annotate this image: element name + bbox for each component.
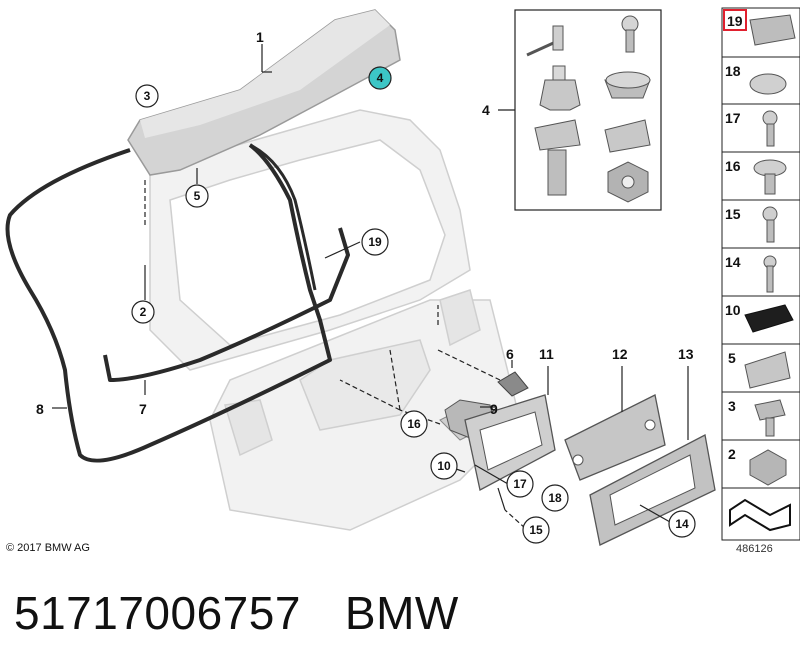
leader-lines	[52, 44, 689, 529]
plate-part-13	[589, 434, 716, 546]
circled-callout-19: 19	[361, 228, 389, 256]
callout-12: 12	[612, 346, 628, 362]
parts-table	[721, 7, 800, 541]
plain-callouts: 1 4 6 7 8 9 11 12 13	[36, 29, 694, 417]
svg-text:5: 5	[194, 189, 201, 203]
circled-callout-3: 3	[135, 84, 159, 108]
brand-name: BMW	[344, 587, 459, 639]
plate-part-12	[564, 394, 666, 481]
svg-text:19: 19	[368, 235, 382, 249]
seal-part-2	[249, 143, 317, 291]
callout-6: 6	[506, 346, 514, 362]
svg-text:2: 2	[140, 305, 147, 319]
table-number-2: 2	[728, 446, 736, 462]
parts-box-4	[514, 9, 662, 211]
spoiler-part-1	[127, 9, 401, 176]
plate-part-11	[464, 394, 556, 491]
table-number-16: 16	[725, 158, 741, 174]
svg-text:4: 4	[377, 71, 384, 85]
circled-callout-15: 15	[522, 516, 550, 544]
table-number-19: 19	[727, 13, 743, 29]
callout-8: 8	[36, 401, 44, 417]
cover-part-6	[497, 371, 529, 397]
seal-part-8	[5, 143, 332, 463]
table-number-17: 17	[725, 110, 741, 126]
seal-part-7	[103, 227, 350, 382]
circled-callout-16: 16	[400, 410, 428, 438]
circled-callout-10: 10	[430, 452, 458, 480]
svg-text:14: 14	[675, 517, 689, 531]
callout-13: 13	[678, 346, 694, 362]
circled-callouts: 3 4 5 2 19 16 10 17	[131, 66, 696, 544]
table-number-10: 10	[725, 302, 741, 318]
circled-callout-5: 5	[185, 184, 209, 208]
highlight-box-19	[723, 9, 747, 31]
circled-callout-2: 2	[131, 300, 155, 324]
table-number-14: 14	[725, 254, 741, 270]
svg-text:3: 3	[144, 89, 151, 103]
callout-11: 11	[539, 346, 554, 362]
callout-9: 9	[490, 401, 498, 417]
svg-text:17: 17	[513, 477, 527, 491]
part-number: 51717006757	[14, 587, 301, 639]
table-number-3: 3	[728, 398, 736, 414]
image-number: 486126	[736, 543, 773, 555]
svg-text:15: 15	[529, 523, 543, 537]
table-number-18: 18	[725, 63, 741, 79]
circled-callout-17: 17	[506, 470, 534, 498]
parts-diagram: 1 4 6 7 8 9 11 12 13 3 4 5 2 19	[5, 7, 800, 546]
callout-7: 7	[139, 401, 147, 417]
callout-4: 4	[482, 102, 490, 118]
circled-callout-4-accent: 4	[368, 66, 392, 90]
callout-1: 1	[256, 29, 264, 45]
circled-callout-18: 18	[541, 484, 569, 512]
footer-caption: 51717006757 BMW	[14, 586, 459, 646]
table-numbers: 19 18 17 16 15 14 10 5 3 2	[725, 13, 743, 462]
table-number-5: 5	[728, 350, 736, 366]
svg-text:10: 10	[437, 459, 451, 473]
table-number-15: 15	[725, 206, 741, 222]
circled-callout-14: 14	[668, 510, 696, 538]
tailgate-body	[149, 109, 521, 531]
copyright-notice: © 2017 BMW AG	[6, 542, 90, 554]
svg-text:18: 18	[548, 491, 562, 505]
svg-text:16: 16	[407, 417, 421, 431]
